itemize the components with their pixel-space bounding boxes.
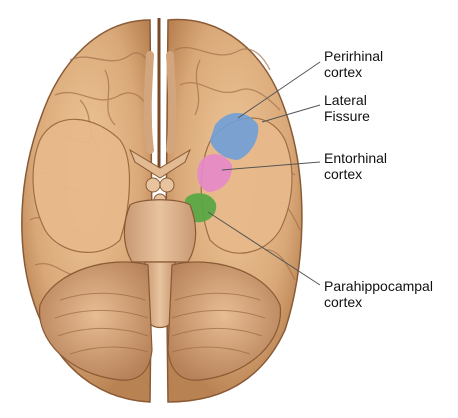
label-perirhinal-line1: Perirhinal xyxy=(324,48,384,64)
label-parahippocampal-line1: Parahippocampal xyxy=(324,278,433,294)
right-olfactory-tract xyxy=(166,51,177,154)
leader-lines xyxy=(207,61,321,286)
entorhinal-cortex-region xyxy=(197,154,233,192)
leader-entorhinal xyxy=(221,161,321,171)
label-parahippocampal-line2: cortex xyxy=(324,294,363,310)
pons xyxy=(123,199,197,263)
right-cerebellar-hemisphere xyxy=(167,261,282,381)
leader-lateral-fissure xyxy=(261,104,321,123)
label-perirhinal-cortex: Perirhinal cortex xyxy=(324,48,383,80)
label-entorhinal-line1: Entorhinal xyxy=(324,150,388,166)
label-lateral-fissure-line1: Lateral xyxy=(324,92,367,108)
perirhinal-cortex-region xyxy=(210,112,259,160)
label-perirhinal-line2: cortex xyxy=(324,64,363,80)
mammillary-body-right xyxy=(159,177,175,193)
mammillary-body-left xyxy=(145,177,161,193)
leader-parahippocampal xyxy=(207,211,321,286)
left-cerebellar-hemisphere xyxy=(38,261,153,381)
label-parahippocampal-cortex: Parahippocampal cortex xyxy=(324,278,433,310)
label-lateral-fissure-line2: Fissure xyxy=(324,108,370,124)
label-lateral-fissure: Lateral Fissure xyxy=(324,92,370,124)
left-olfactory-tract xyxy=(143,51,154,154)
optic-chiasm xyxy=(128,148,192,179)
label-entorhinal-cortex: Entorhinal cortex xyxy=(324,150,387,182)
label-entorhinal-line2: cortex xyxy=(324,166,363,182)
cerebellar-folia xyxy=(54,292,266,355)
left-temporal-lobe xyxy=(32,118,131,253)
leader-perirhinal xyxy=(237,61,321,119)
